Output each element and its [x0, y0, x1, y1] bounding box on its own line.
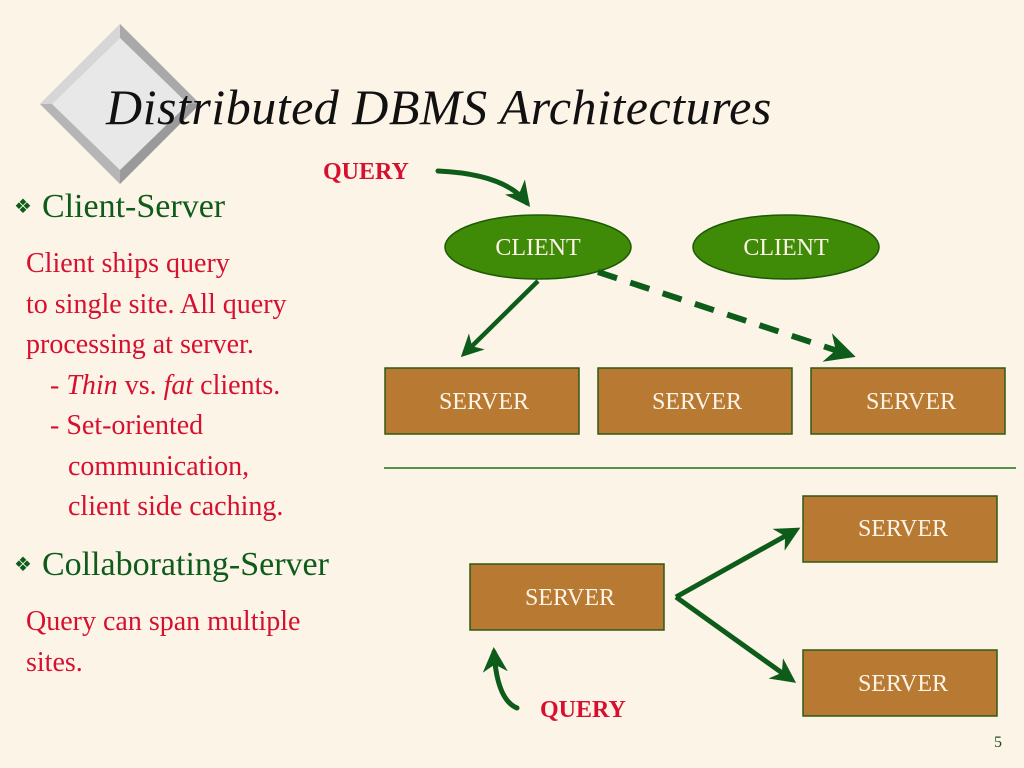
query-arrow-bottom: [482, 647, 520, 711]
server-label: SERVER: [439, 389, 529, 415]
server-label: SERVER: [866, 389, 956, 415]
client-to-server-arrow: [460, 279, 540, 358]
server-to-server-arrow-down: [674, 594, 797, 683]
client-server-diagram: QUERY CLIENT CLIENT SERVER SERVER SERVER: [323, 159, 1006, 435]
heading-collaborating-server: Collaborating-Server: [41, 546, 329, 583]
clients-word: clients.: [193, 369, 281, 401]
server-node-2: SERVER: [597, 367, 793, 435]
server-node-top-right: SERVER: [802, 495, 998, 563]
thin-vs-fat-line: - Thin vs. fat clients.: [26, 366, 287, 407]
query-label-top: QUERY: [323, 159, 409, 185]
collaborating-server-description: Query can span multiple sites.: [26, 602, 300, 683]
slide-logo-diamond-icon: [40, 24, 200, 184]
server-label: SERVER: [652, 389, 742, 415]
dash: -: [50, 369, 67, 401]
server-label: SERVER: [858, 516, 948, 542]
set-oriented-line: - Set-oriented: [50, 410, 204, 441]
server-node-bottom-right: SERVER: [802, 649, 998, 717]
slide-title: Distributed DBMS Architectures: [106, 79, 772, 135]
bullet-collaborating-server: ❖ Collaborating-Server: [14, 546, 329, 584]
server-to-server-arrow-up: [674, 527, 801, 600]
fat-word: fat: [163, 369, 194, 401]
diamond-cluster-icon: ❖: [14, 554, 32, 576]
server-node-source: SERVER: [469, 563, 665, 631]
server-label: SERVER: [525, 585, 615, 611]
collaborating-server-diagram: SERVER SERVER SERVER QUERY: [469, 495, 998, 723]
client-to-server-dashed-arrow: [597, 269, 856, 362]
thin-word: Thin: [66, 369, 118, 401]
query-arrow-top: [435, 168, 531, 207]
communication-line: communication,: [68, 450, 250, 482]
server-node-1: SERVER: [384, 367, 580, 435]
text-line: sites.: [26, 646, 83, 678]
bullet-client-server: ❖ Client-Server: [14, 188, 225, 226]
text-line: Query can span multiple: [26, 606, 301, 637]
text-line: processing at server.: [26, 329, 254, 360]
text-line: to single site. All query: [26, 288, 287, 320]
text-line: Client ships query: [26, 248, 230, 279]
caching-line: client side caching.: [68, 491, 284, 522]
heading-client-server: Client-Server: [41, 188, 226, 225]
client-node-1: CLIENT: [444, 214, 632, 280]
server-label: SERVER: [858, 671, 948, 697]
server-node-3: SERVER: [810, 367, 1006, 435]
page-number: 5: [994, 734, 1002, 751]
client-server-description: Client ships query to single site. All q…: [26, 244, 287, 528]
query-label-bottom: QUERY: [540, 697, 626, 723]
client-label: CLIENT: [743, 235, 829, 261]
client-label: CLIENT: [495, 235, 581, 261]
vs-word: vs.: [117, 369, 164, 401]
client-node-2: CLIENT: [692, 214, 880, 280]
diamond-cluster-icon: ❖: [14, 196, 32, 218]
